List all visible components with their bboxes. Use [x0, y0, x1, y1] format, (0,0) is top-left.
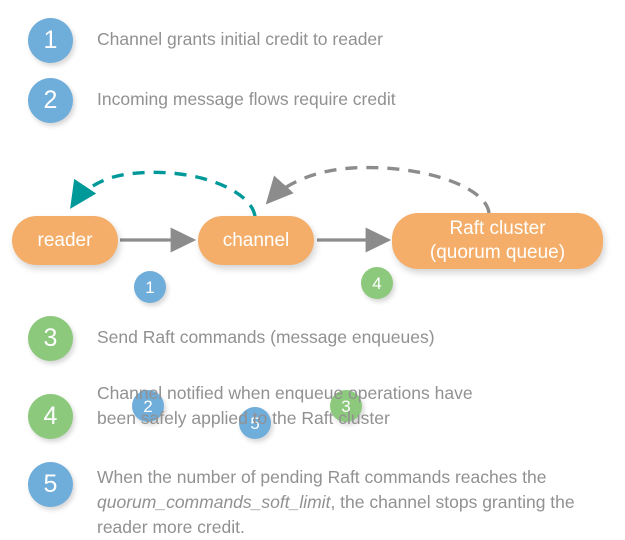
- flow-diagram: reader channel Raft cluster (quorum queu…: [0, 130, 625, 439]
- diagram-edges: [70, 165, 491, 253]
- node-channel[interactable]: channel: [198, 216, 314, 265]
- node-reader-label: reader: [37, 229, 93, 251]
- step-text-5-emphasis: quorum_commands_soft_limit: [97, 492, 331, 512]
- diagram-badge-2: 2: [132, 390, 164, 422]
- step-row-2: 2 Incoming message flows require credit: [28, 78, 588, 123]
- step-row-5: 5 When the number of pending Raft comman…: [28, 440, 616, 540]
- step-badge-5: 5: [28, 462, 73, 507]
- node-reader[interactable]: reader: [12, 216, 118, 265]
- node-raft[interactable]: Raft cluster (quorum queue): [392, 213, 603, 269]
- step-badge-4: 4: [28, 394, 73, 439]
- step-badge-3: 3: [28, 316, 73, 361]
- diagram-badge-3: 3: [330, 390, 362, 422]
- edge-raft-to-channel: [265, 165, 491, 214]
- step-text-5-part-1: When the number of pending Raft commands…: [97, 467, 547, 487]
- step-text-5-part-2: , the channel stops granting the reader …: [97, 492, 575, 537]
- diagram-badge-1: 1: [134, 271, 166, 303]
- step-row-3: 3 Send Raft commands (message enqueues): [28, 316, 598, 361]
- diagram-badge-5: 5: [239, 407, 271, 439]
- step-text-4: Channel notified when enqueue operations…: [97, 383, 473, 428]
- step-row-1: 1 Channel grants initial credit to reade…: [28, 18, 588, 63]
- step-badge-1: 1: [28, 18, 73, 63]
- step-badge-2: 2: [28, 78, 73, 123]
- step-row-4: 4 Channel notified when enqueue operatio…: [28, 381, 598, 439]
- step-text-2: Incoming message flows require credit: [97, 89, 396, 109]
- step-text-3: Send Raft commands (message enqueues): [97, 327, 435, 347]
- node-channel-label: channel: [222, 229, 290, 251]
- step-text-1: Channel grants initial credit to reader: [97, 29, 383, 49]
- node-raft-label: Raft cluster (quorum queue): [429, 218, 566, 263]
- step-text-5: When the number of pending Raft commands…: [97, 440, 613, 540]
- diagram-badge-4: 4: [361, 267, 393, 299]
- edge-channel-to-reader: [70, 170, 257, 217]
